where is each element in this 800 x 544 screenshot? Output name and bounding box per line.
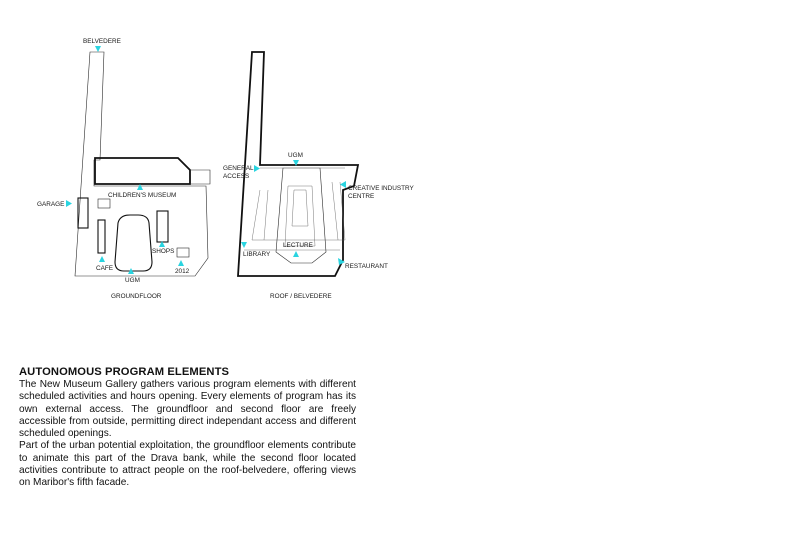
groundfloor-wing	[94, 157, 191, 185]
roof-plan: UGM GENERAL ACCESS CREATIVE INDUSTRY CEN…	[223, 51, 415, 300]
label-ugm-ground: UGM	[125, 277, 140, 284]
arrow-2012	[178, 260, 184, 266]
shops-block	[156, 210, 169, 243]
garage-block	[77, 197, 89, 229]
arrow-ugm-ground	[128, 268, 134, 274]
label-belvedere: BELVEDERE	[83, 38, 121, 45]
arrow-library	[241, 242, 247, 248]
groundfloor-wing-extension	[190, 169, 211, 185]
section-heading: AUTONOMOUS PROGRAM ELEMENTS	[19, 366, 230, 378]
groundfloor-title: GROUNDFLOOR	[111, 293, 162, 300]
label-creative-industry-1: CREATIVE INDUSTRY	[348, 185, 415, 192]
small-room	[97, 198, 111, 209]
arrow-belvedere	[95, 46, 101, 52]
arrow-ugm-roof	[293, 160, 299, 166]
label-creative-industry-2: CENTRE	[348, 193, 374, 200]
label-shops: SHOPS	[152, 248, 174, 255]
floor-plans-diagram: BELVEDERE CHILDREN'S MUSEUM GARAGE SHOPS…	[37, 38, 415, 300]
label-general-access-2: ACCESS	[223, 173, 249, 180]
arrow-creative-industry	[340, 181, 346, 188]
arrow-lecture	[293, 251, 299, 257]
roof-inner-void	[284, 185, 316, 247]
roof-inner-stair	[291, 189, 309, 227]
roof-line-4	[263, 189, 269, 241]
arrow-general-access	[254, 165, 260, 172]
description-paragraph-1: The New Museum Gallery gathers various p…	[19, 379, 356, 440]
label-2012: 2012	[175, 268, 190, 275]
arrow-restaurant	[338, 258, 345, 265]
arrow-cafe	[99, 256, 105, 262]
label-childrens-museum: CHILDREN'S MUSEUM	[108, 192, 176, 199]
arrow-garage	[66, 200, 72, 207]
roof-title: ROOF / BELVEDERE	[270, 293, 332, 300]
roof-line-6	[331, 181, 339, 241]
label-general-access-1: GENERAL	[223, 165, 254, 172]
arrow-childrens-museum	[137, 184, 143, 190]
roof-line-7	[339, 181, 346, 241]
description-paragraph-2: Part of the urban potential exploitation…	[19, 440, 356, 489]
arrow-shops	[159, 241, 165, 247]
cafe-block	[97, 219, 106, 254]
label-cafe: CAFE	[96, 265, 113, 272]
roof-line-3	[251, 189, 261, 241]
groundfloor-plan: BELVEDERE CHILDREN'S MUSEUM GARAGE SHOPS…	[37, 38, 211, 300]
label-ugm-roof: UGM	[288, 152, 303, 159]
label-restaurant: RESTAURANT	[345, 263, 388, 270]
description-block: AUTONOMOUS PROGRAM ELEMENTS The New Muse…	[19, 366, 356, 490]
year-box	[176, 247, 190, 258]
roof-outline	[237, 51, 360, 277]
label-garage: GARAGE	[37, 201, 64, 208]
groundfloor-outline	[74, 51, 209, 277]
label-library: LIBRARY	[243, 251, 271, 258]
label-lecture: LECTURE	[283, 242, 313, 249]
ugm-volume	[114, 214, 153, 272]
